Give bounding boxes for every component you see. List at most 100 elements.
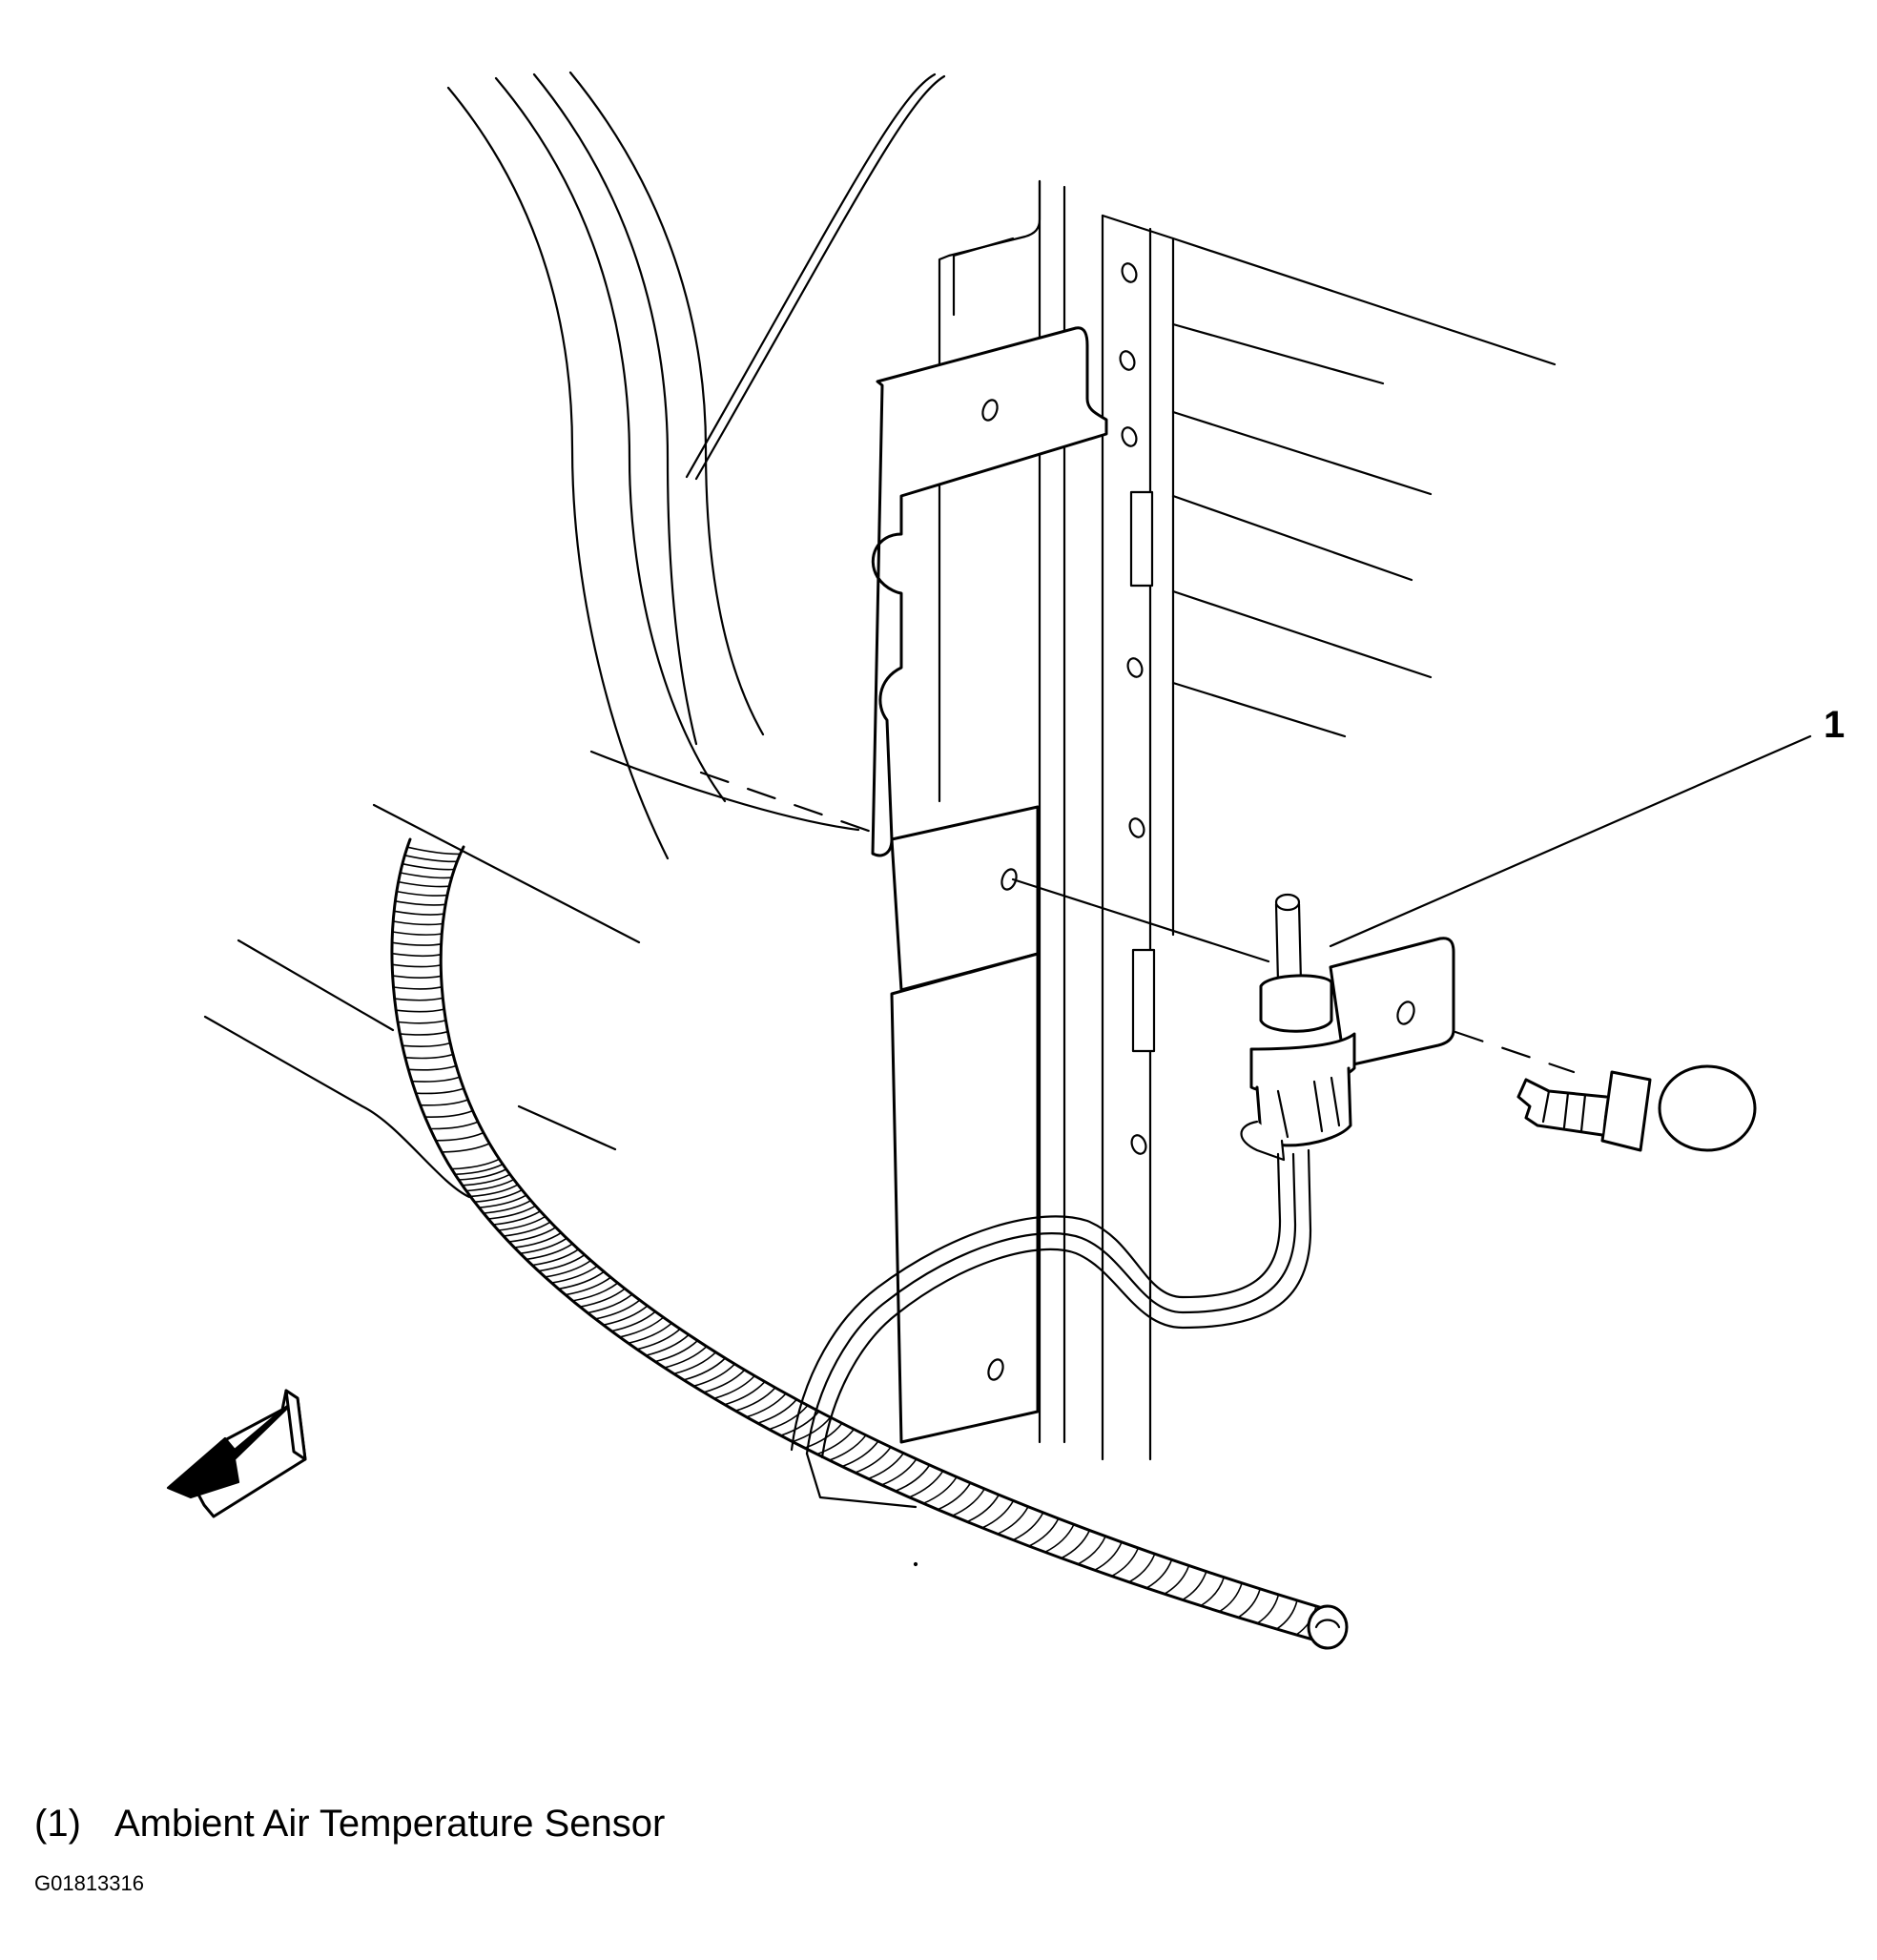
harness-rib xyxy=(393,910,445,916)
harness-rib xyxy=(815,1428,856,1455)
harness-rib xyxy=(636,1328,681,1351)
lower-bracket-hole xyxy=(987,1358,1004,1381)
ambient-air-temperature-sensor xyxy=(1240,893,1356,1162)
harness-rib xyxy=(981,1499,1015,1529)
harness-rib xyxy=(1110,1547,1140,1578)
harness-rib xyxy=(419,1099,469,1106)
harness-rib xyxy=(423,1109,474,1118)
harness-rib xyxy=(703,1369,746,1393)
harness-rib xyxy=(513,1231,563,1248)
harness-rib xyxy=(483,1199,532,1214)
harness-rib xyxy=(645,1333,690,1356)
harness-rib xyxy=(402,1042,451,1047)
harness-rib xyxy=(1012,1512,1044,1541)
lower-body-lines xyxy=(203,803,641,1199)
corrugated-wiring-harness xyxy=(390,837,1349,1650)
harness-rib xyxy=(487,1205,537,1220)
harness-rib xyxy=(724,1380,766,1406)
harness-rib xyxy=(462,1173,511,1186)
harness-rib xyxy=(745,1393,787,1418)
harness-rib xyxy=(391,975,443,979)
bracket-leader-line xyxy=(699,771,884,837)
harness-rib xyxy=(734,1387,776,1412)
harness-rib xyxy=(610,1310,656,1332)
harness-rib xyxy=(465,1178,515,1192)
harness-rib xyxy=(628,1322,673,1345)
harness-rib xyxy=(997,1505,1029,1535)
harness-rib xyxy=(1094,1541,1123,1571)
harness-rib xyxy=(392,920,443,926)
sensor-alignment-line xyxy=(1011,877,1270,963)
harness-rib xyxy=(663,1345,708,1369)
front-direction-arrow xyxy=(166,1389,307,1518)
stray-mark xyxy=(913,1561,918,1567)
harness-rib xyxy=(531,1248,580,1267)
legend-item-1: (1) Ambient Air Temperature Sensor xyxy=(34,1803,665,1846)
harness-rib xyxy=(1200,1576,1226,1607)
harness-rib xyxy=(828,1434,867,1461)
harness-rib xyxy=(768,1404,809,1431)
harness-rib xyxy=(411,1076,461,1083)
harness-rib xyxy=(399,872,453,879)
harness-rib xyxy=(1128,1553,1156,1583)
harness-rib xyxy=(895,1464,931,1493)
harness-rib xyxy=(1145,1558,1173,1589)
harness-rib xyxy=(415,1087,464,1095)
sensor-bracket-hole xyxy=(1396,1001,1415,1025)
callout-1: 1 xyxy=(1824,704,1846,746)
harness-rib xyxy=(403,855,459,863)
harness-rib xyxy=(619,1316,665,1338)
harness-rib xyxy=(441,1143,490,1153)
push-in-retainer xyxy=(1454,1030,1757,1152)
harness-rib xyxy=(396,890,448,897)
harness-rib xyxy=(469,1184,519,1198)
harness-rib xyxy=(854,1446,892,1474)
harness-rib xyxy=(497,1215,547,1231)
harness-rib xyxy=(937,1481,972,1511)
harness-rib xyxy=(391,931,443,936)
harness-rib xyxy=(1164,1564,1190,1595)
harness-rib xyxy=(394,900,446,906)
harness-rib xyxy=(519,1237,567,1254)
harness-rib xyxy=(557,1270,606,1290)
body-panel-contours xyxy=(446,71,946,860)
harness-rib xyxy=(473,1188,524,1203)
harness-rib xyxy=(393,997,444,1001)
harness-rib xyxy=(672,1351,717,1375)
harness-rib xyxy=(908,1470,944,1498)
harness-rib xyxy=(1275,1599,1298,1630)
harness-rib xyxy=(1182,1570,1207,1601)
legend-item-number: (1) xyxy=(34,1803,81,1845)
harness-rib xyxy=(803,1422,843,1449)
mounting-tab-hole xyxy=(1000,868,1018,891)
harness-rib xyxy=(880,1457,918,1486)
harness-rib xyxy=(458,1168,507,1181)
sensor-bracket xyxy=(1329,937,1455,1068)
harness-rib xyxy=(571,1282,619,1302)
harness-rib xyxy=(492,1210,542,1226)
upper-bracket-hole xyxy=(981,399,999,422)
harness-rib xyxy=(391,941,443,946)
harness-rib xyxy=(587,1293,633,1314)
harness-rib xyxy=(602,1305,649,1326)
harness-rib xyxy=(779,1411,820,1436)
harness-rib xyxy=(391,963,442,968)
harness-rib xyxy=(1237,1588,1261,1619)
harness-rib xyxy=(550,1265,599,1284)
legend-item-label: Ambient Air Temperature Sensor xyxy=(114,1803,666,1845)
harness-rib xyxy=(1061,1529,1091,1559)
harness-rib xyxy=(1077,1535,1106,1565)
harness-rib xyxy=(391,952,443,958)
harness-rib xyxy=(507,1227,557,1243)
harness-rib xyxy=(406,846,462,856)
harness-rib xyxy=(683,1357,727,1381)
harness-rib xyxy=(402,862,456,871)
callout-leader-line xyxy=(1329,734,1812,948)
lower-bracket-plate xyxy=(890,952,1040,1444)
radiator-fins xyxy=(1171,237,1557,738)
harness-rib xyxy=(397,1020,447,1024)
harness-rib xyxy=(503,1221,551,1237)
harness-rib xyxy=(594,1299,641,1320)
harness-rib xyxy=(565,1276,612,1296)
